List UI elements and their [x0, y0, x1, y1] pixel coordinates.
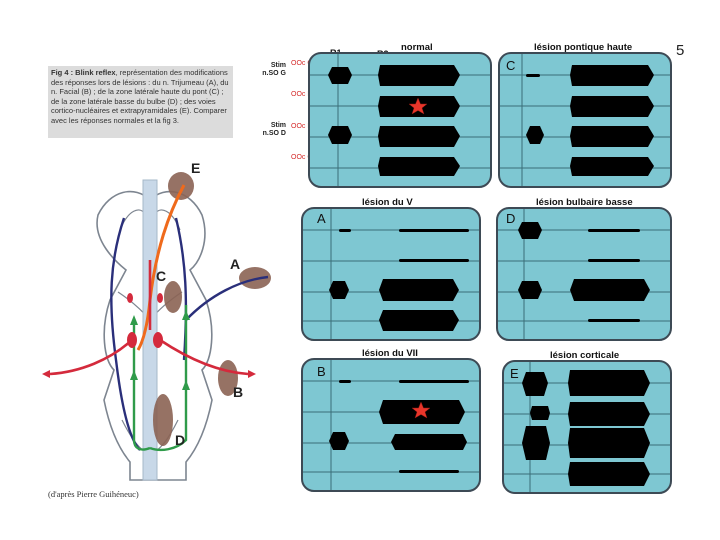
trace-d [498, 209, 670, 339]
anatomy-label-a: A [230, 256, 241, 272]
panel-e: E [502, 360, 672, 494]
panel-a: A [301, 207, 481, 341]
anatomy-label-b: B [233, 384, 244, 400]
panel-c: C [498, 52, 672, 188]
figure-credit: (d'après Pierre Guihéneuc) [48, 489, 139, 499]
star-icon [408, 97, 428, 115]
stim-left-line1: Stim [270, 62, 286, 69]
row-tag-4: OOc G [291, 154, 313, 161]
panel-d-title: lésion bulbaire basse [536, 197, 633, 208]
panel-c-label: C [506, 58, 516, 73]
panel-a-label: A [317, 211, 326, 226]
stim-right-line1: Stim [270, 122, 286, 129]
panel-d: D [496, 207, 672, 341]
row-tag-3: OOc D [291, 123, 313, 130]
panel-normal [308, 52, 492, 188]
panel-normal-title-outer: normal [401, 42, 433, 53]
stim-left-line2: n.SO G [262, 70, 286, 77]
stim-right-line2: n.SO D [262, 130, 286, 137]
star-icon [411, 401, 431, 419]
anatomy-label-c: C [156, 268, 167, 284]
trace-b [303, 360, 479, 490]
anatomy-label-e: E [191, 160, 201, 176]
caption-body: , représentation des modifications des r… [51, 68, 229, 125]
figure-caption: Fig 4 : Blink reflex, représentation des… [48, 66, 233, 138]
stim-right-label: Stim n.SO D [250, 122, 286, 138]
panel-a-title: lésion du V [362, 197, 413, 208]
panel-d-label: D [506, 211, 516, 226]
panel-e-label: E [510, 366, 519, 381]
row-tag-2: OOc D [291, 91, 313, 98]
trace-e [504, 362, 670, 492]
panel-b-title: lésion du VII [362, 348, 418, 359]
panel-b: B [301, 358, 481, 492]
panel-b-label: B [317, 364, 326, 379]
brainstem-diagram [42, 172, 271, 481]
trace-a [303, 209, 479, 339]
anatomy-label-d: D [175, 432, 186, 448]
trace-c [500, 54, 670, 186]
panel-c-title: lésion pontique haute [534, 42, 633, 53]
slide-number: 5 [676, 42, 685, 59]
row-tag-1: OOc G [291, 60, 313, 67]
stim-left-label: Stim n.SO G [250, 62, 286, 78]
caption-lead: Fig 4 : Blink reflex [51, 68, 116, 77]
trace-normal [310, 54, 490, 186]
panel-e-title: lésion corticale [550, 350, 620, 361]
